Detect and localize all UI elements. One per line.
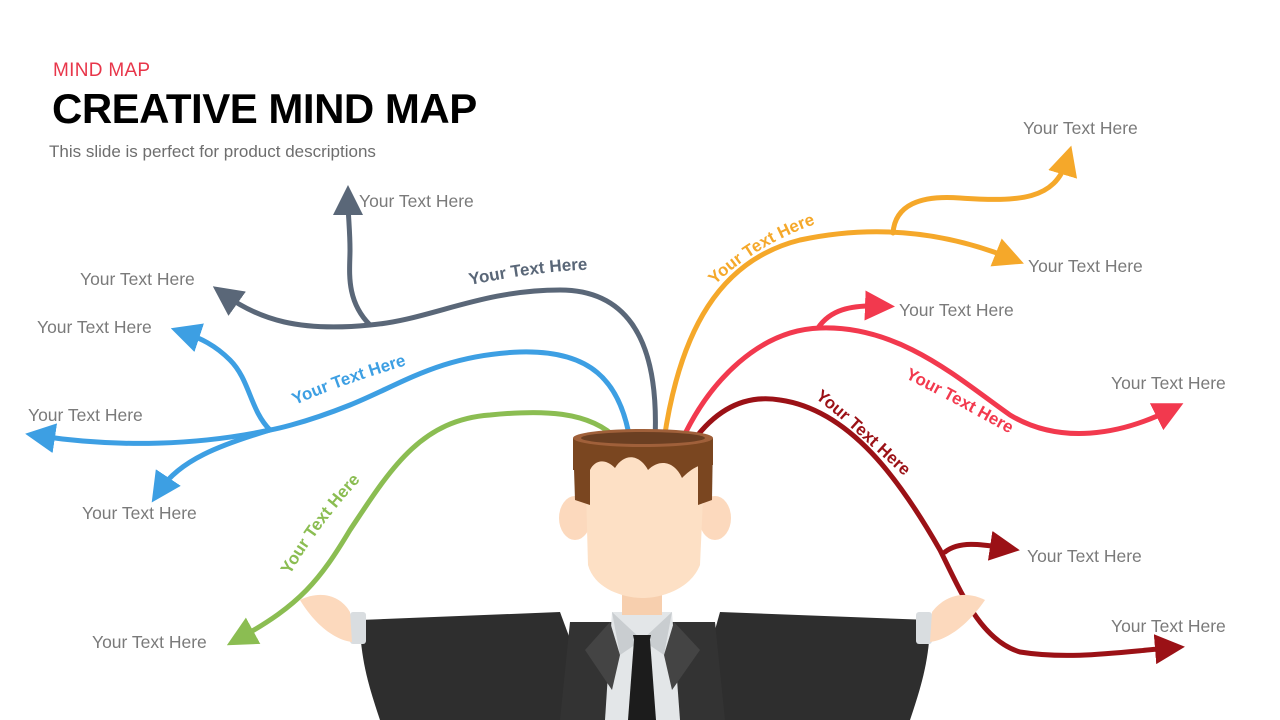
- slide-title: CREATIVE MIND MAP: [52, 85, 477, 132]
- leaf-slate-2: Your Text Here: [80, 269, 195, 289]
- branch-slate: [212, 185, 658, 443]
- leaf-orange-1: Your Text Here: [1023, 118, 1138, 138]
- leaf-slate-1: Your Text Here: [359, 191, 474, 211]
- slide-kicker: MIND MAP: [53, 60, 151, 81]
- slide-subtitle: This slide is perfect for product descri…: [49, 142, 376, 161]
- leaf-blue-1: Your Text Here: [37, 317, 152, 337]
- branch-red: [679, 290, 1184, 443]
- branch-label-green: Your Text Here: [277, 470, 363, 577]
- branch-orange: [661, 145, 1078, 443]
- leaf-red-1: Your Text Here: [899, 300, 1014, 320]
- branch-label-blue: Your Text Here: [289, 351, 408, 409]
- branch-green: [226, 410, 621, 646]
- leaf-blue-2: Your Text Here: [28, 405, 143, 425]
- businessman-illustration: [300, 429, 985, 720]
- branch-label-orange: Your Text Here: [705, 210, 817, 288]
- leaf-darkred-2: Your Text Here: [1111, 616, 1226, 636]
- branch-label-darkred: Your Text Here: [812, 386, 914, 479]
- branch-label-slate: Your Text Here: [467, 255, 587, 289]
- branch-blue: [25, 323, 633, 503]
- right-hand-icon: [930, 594, 985, 642]
- leaf-orange-2: Your Text Here: [1028, 256, 1143, 276]
- branch-darkred: [691, 396, 1185, 665]
- right-ear-icon: [699, 496, 731, 540]
- leaf-darkred-1: Your Text Here: [1027, 546, 1142, 566]
- leaf-blue-3: Your Text Here: [82, 503, 197, 523]
- leaf-green-1: Your Text Here: [92, 632, 207, 652]
- leaf-red-2: Your Text Here: [1111, 373, 1226, 393]
- branch-label-red: Your Text Here: [903, 364, 1017, 437]
- left-hand-icon: [300, 594, 352, 642]
- face-icon: [585, 455, 705, 598]
- left-ear-icon: [559, 496, 591, 540]
